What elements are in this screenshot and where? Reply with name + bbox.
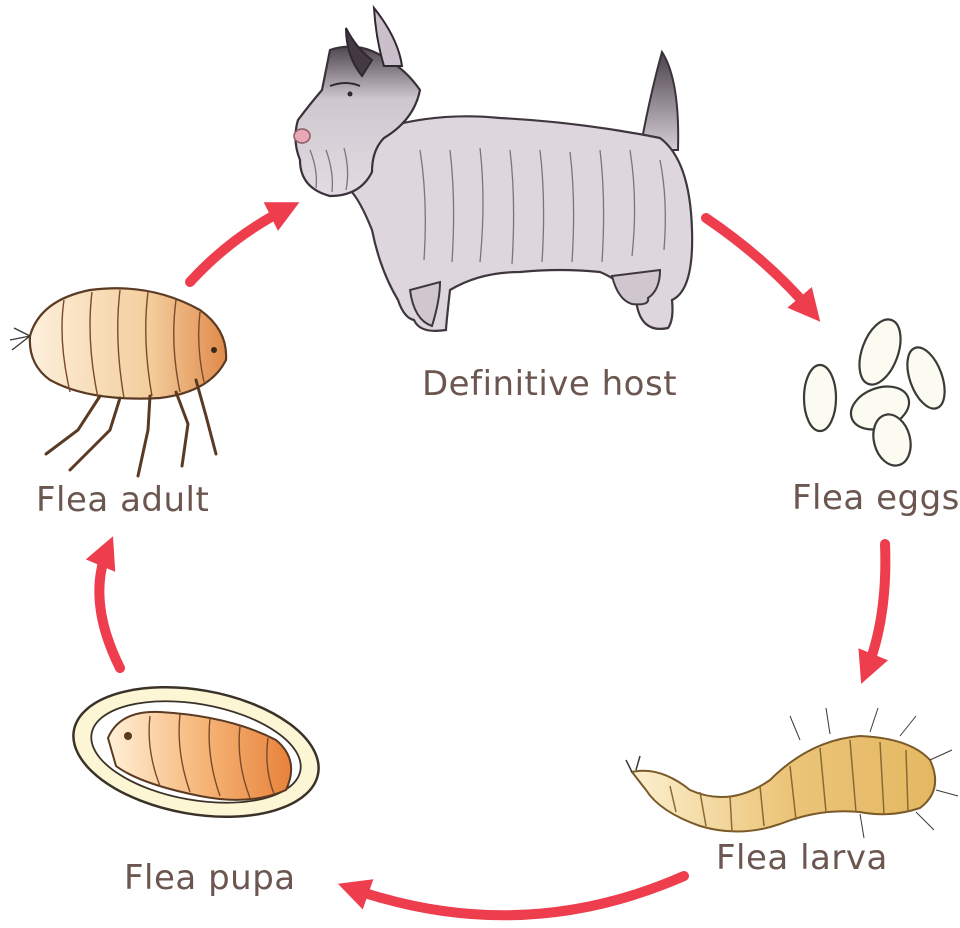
flea-adult-illustration xyxy=(10,288,226,476)
label-definitive-host: Definitive host xyxy=(422,364,677,404)
label-flea-eggs: Flea eggs xyxy=(792,478,960,518)
flea-pupa-illustration xyxy=(63,669,329,834)
arrow-eggs-to-larva xyxy=(866,544,885,672)
arrow-pupa-to-adult xyxy=(99,548,120,668)
flea-larva-illustration xyxy=(626,708,958,838)
arrow-host-to-eggs xyxy=(706,218,812,312)
label-flea-pupa: Flea pupa xyxy=(124,858,296,898)
dog-illustration xyxy=(294,8,692,331)
label-flea-adult: Flea adult xyxy=(36,480,209,520)
label-flea-larva: Flea larva xyxy=(716,838,888,878)
flea-eggs-illustration xyxy=(804,314,952,470)
arrow-larva-to-pupa xyxy=(350,876,684,915)
arrow-adult-to-host xyxy=(190,208,288,282)
